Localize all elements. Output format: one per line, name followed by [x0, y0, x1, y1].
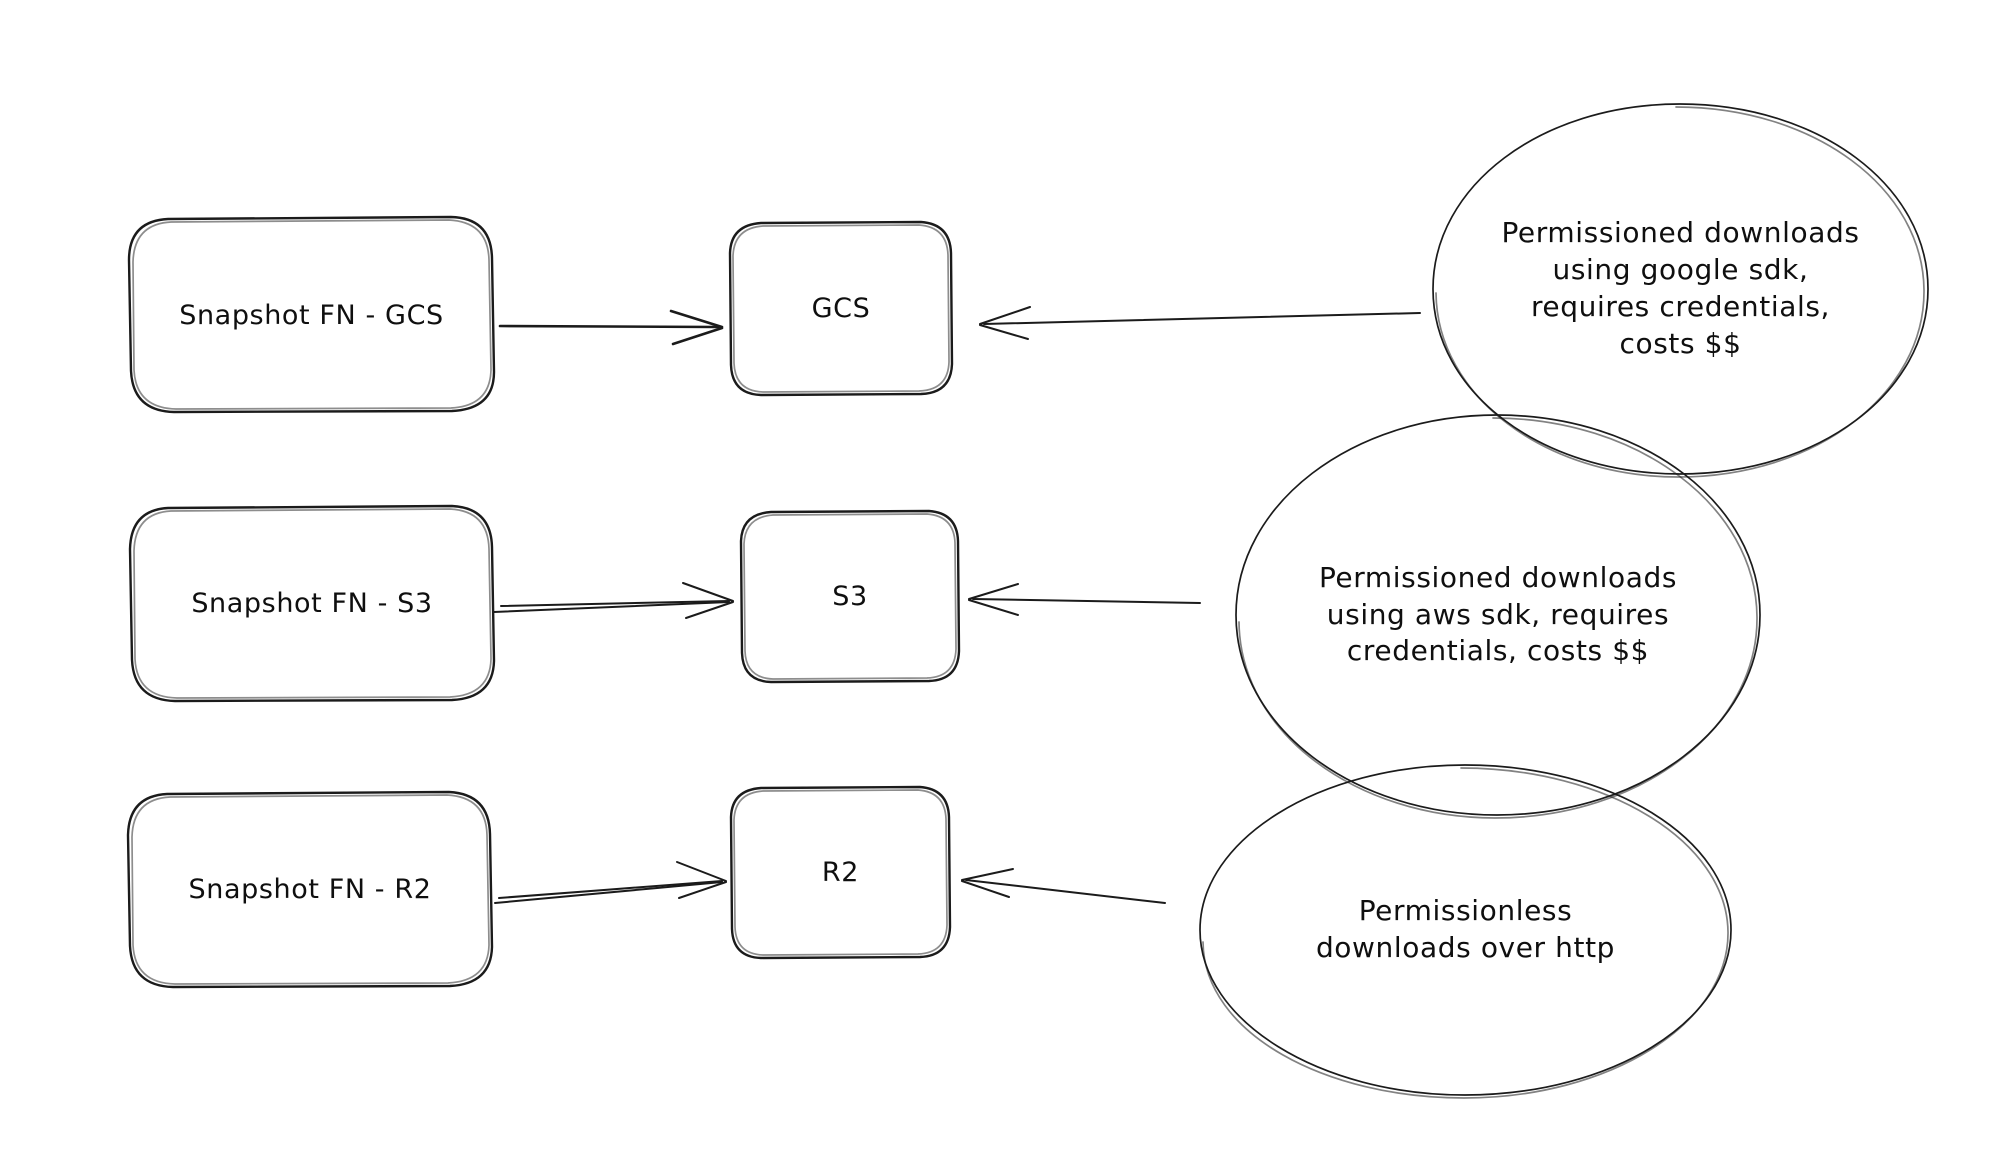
arrow-note-to-gcs	[979, 306, 1421, 340]
arrow-snapshot-gcs-to-gcs	[498, 309, 724, 346]
node-snapshot-fn-r2-shape[interactable]	[126, 790, 494, 989]
arrow-snapshot-r2-to-r2	[494, 861, 727, 904]
ellipse-note-gcs-shape[interactable]	[1432, 103, 1929, 478]
node-snapshot-fn-gcs-shape[interactable]	[127, 215, 496, 414]
ellipse-note-r2-shape[interactable]	[1199, 764, 1732, 1099]
ellipse-note-s3-shape[interactable]	[1235, 414, 1761, 819]
arrow-note-to-s3	[968, 583, 1201, 616]
node-r2-shape[interactable]	[729, 785, 952, 960]
node-gcs-shape[interactable]	[728, 220, 954, 397]
node-s3-shape[interactable]	[739, 509, 961, 684]
arrow-snapshot-s3-to-s3	[493, 582, 734, 619]
arrow-note-to-r2	[961, 868, 1166, 904]
node-snapshot-fn-s3-shape[interactable]	[128, 504, 496, 703]
